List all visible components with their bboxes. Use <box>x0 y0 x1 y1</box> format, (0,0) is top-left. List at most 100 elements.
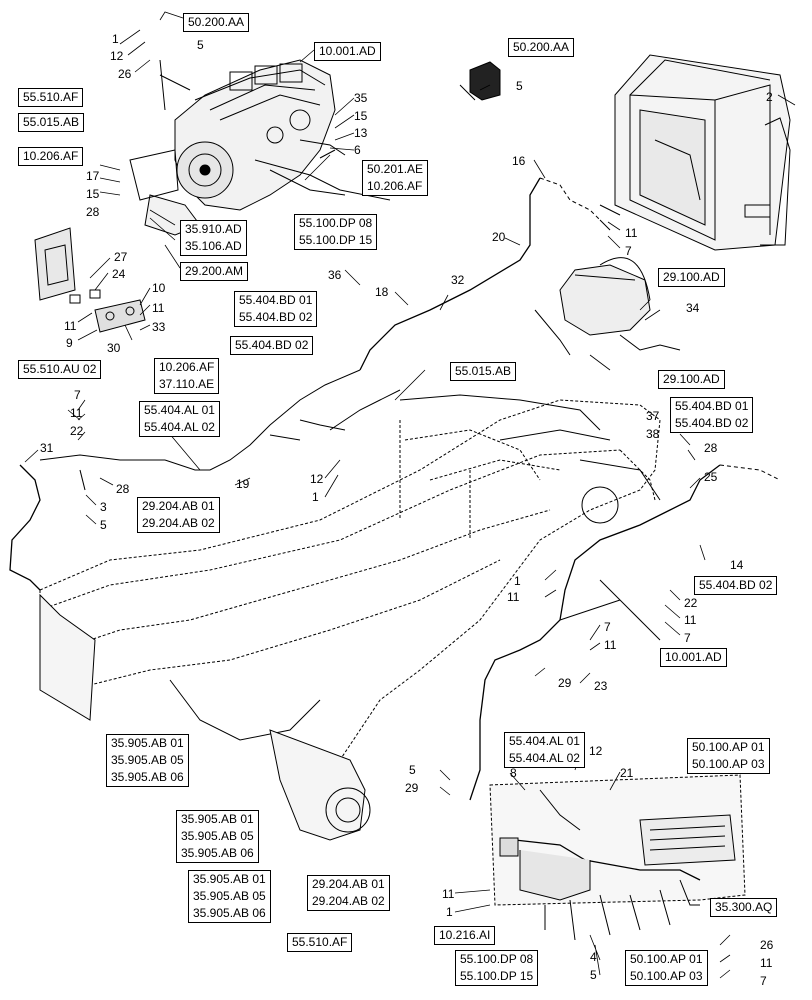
ref-box-29-200-am[interactable]: 29.200.AM <box>180 262 249 281</box>
callout-number: 5 <box>590 968 597 982</box>
ref-box-55-510-af-low[interactable]: 55.510.AF <box>287 933 353 952</box>
ref-50-100-ap-01: 50.100.AP 01 <box>692 740 765 754</box>
ref-box-55-100-dp-low[interactable]: 55.100.DP 08 55.100.DP 15 <box>455 950 539 986</box>
callout-number: 7 <box>625 244 632 258</box>
callout-number: 6 <box>354 143 361 157</box>
callout-number: 38 <box>646 427 660 441</box>
relay-module <box>459 61 501 101</box>
callout-number: 30 <box>107 341 121 355</box>
ref-35-905-ab-06: 35.905.AB 06 <box>111 770 184 784</box>
ref-box-35-905-ab-low[interactable]: 35.905.AB 01 35.905.AB 05 35.905.AB 06 <box>188 870 271 923</box>
ref-55-404-al-01-b: 55.404.AL 01 <box>509 734 580 748</box>
ref-box-55-015-ab-mid[interactable]: 55.015.AB <box>450 362 517 381</box>
ref-35-905-ab-05: 35.905.AB 05 <box>111 753 184 767</box>
ref-box-50-200-aa-top[interactable]: 50.200.AA <box>183 13 250 32</box>
callout-number: 5 <box>100 518 107 532</box>
ref-box-29-100-ad-bottom[interactable]: 29.100.AD <box>658 370 725 389</box>
ref-box-10-001-ad-low[interactable]: 10.001.AD <box>660 648 727 667</box>
ref-box-35-905-ab-left[interactable]: 35.905.AB 01 35.905.AB 05 35.905.AB 06 <box>106 734 189 787</box>
ref-box-55-015-ab-top[interactable]: 55.015.AB <box>18 113 85 132</box>
ref-box-50-100-ap-upper[interactable]: 50.100.AP 01 50.100.AP 03 <box>687 738 770 774</box>
ref-box-29-100-ad-top[interactable]: 29.100.AD <box>658 268 725 287</box>
callout-number: 24 <box>112 267 126 281</box>
ref-37-110-ae: 37.110.AE <box>159 377 215 391</box>
ref-box-55-404-al-low[interactable]: 55.404.AL 01 55.404.AL 02 <box>504 732 585 768</box>
ref-55-404-al-02-b: 55.404.AL 02 <box>509 751 580 765</box>
ref-29-204-ab-02: 29.204.AB 02 <box>142 516 215 530</box>
ref-box-55-404-bd-02-mid[interactable]: 55.404.BD 02 <box>230 336 314 355</box>
callout-number: 5 <box>409 763 416 777</box>
callout-number: 2 <box>766 90 773 104</box>
ref-box-35-905-ab-mid[interactable]: 35.905.AB 01 35.905.AB 05 35.905.AB 06 <box>176 810 259 863</box>
callout-number: 11 <box>442 887 455 901</box>
callout-number: 19 <box>236 477 250 491</box>
ref-35-910-ad: 35.910.AD <box>185 222 242 236</box>
ref-55-404-al-02: 55.404.AL 02 <box>144 420 215 434</box>
callout-number: 11 <box>684 613 697 627</box>
ref-55-100-dp-08-b: 55.100.DP 08 <box>460 952 534 966</box>
ref-55-404-al-01: 55.404.AL 01 <box>144 403 215 417</box>
ref-35-905-ab-01: 35.905.AB 01 <box>111 736 184 750</box>
callout-number: 13 <box>354 126 368 140</box>
ref-box-29-204-ab-upper[interactable]: 29.204.AB 01 29.204.AB 02 <box>137 497 220 533</box>
ref-box-55-404-bd-upper[interactable]: 55.404.BD 01 55.404.BD 02 <box>234 291 318 327</box>
callout-number: 9 <box>66 336 73 350</box>
callout-number: 27 <box>114 250 128 264</box>
cab-panel <box>489 774 746 941</box>
callout-number: 11 <box>507 590 520 604</box>
callout-number: 1 <box>312 490 319 504</box>
callout-number: 11 <box>70 406 83 420</box>
ref-10-206-af: 10.206.AF <box>367 179 423 193</box>
ref-35-905-ab-01-c: 35.905.AB 01 <box>193 872 266 886</box>
callout-number: 26 <box>118 67 132 81</box>
ref-29-204-ab-01: 29.204.AB 01 <box>142 499 215 513</box>
callout-number: 8 <box>510 766 517 780</box>
ref-box-50-100-ap-low[interactable]: 50.100.AP 01 50.100.AP 03 <box>625 950 708 986</box>
ref-box-10-206-af-group[interactable]: 10.206.AF 37.110.AE <box>154 358 220 394</box>
callout-number: 28 <box>116 482 130 496</box>
callout-number: 23 <box>594 679 608 693</box>
ref-50-100-ap-03: 50.100.AP 03 <box>692 757 765 771</box>
callout-number: 31 <box>40 441 54 455</box>
ref-50-100-ap-03-b: 50.100.AP 03 <box>630 969 703 983</box>
ref-box-10-216-ai[interactable]: 10.216.AI <box>434 926 496 945</box>
callout-number: 15 <box>86 187 100 201</box>
callout-number: 11 <box>604 638 617 652</box>
callout-number: 1 <box>112 32 119 46</box>
ref-box-29-204-ab-low[interactable]: 29.204.AB 01 29.204.AB 02 <box>307 875 390 911</box>
ref-55-404-bd-01-r: 55.404.BD 01 <box>675 399 749 413</box>
ref-box-35-910-ad-group[interactable]: 35.910.AD 35.106.AD <box>180 220 247 256</box>
ref-box-55-404-al-left[interactable]: 55.404.AL 01 55.404.AL 02 <box>139 401 220 437</box>
ref-50-201-ae: 50.201.AE <box>367 162 424 176</box>
ref-box-55-404-bd-right[interactable]: 55.404.BD 01 55.404.BD 02 <box>670 397 754 433</box>
callout-number: 1 <box>514 574 521 588</box>
ref-box-50-201-ae-group[interactable]: 50.201.AE 10.206.AF <box>362 160 429 196</box>
ref-55-404-bd-02: 55.404.BD 02 <box>239 310 313 324</box>
ref-box-55-100-dp-top[interactable]: 55.100.DP 08 55.100.DP 15 <box>294 214 378 250</box>
frame-outline <box>39 394 661 841</box>
ref-35-905-ab-06-b: 35.905.AB 06 <box>181 846 254 860</box>
callout-number: 7 <box>604 620 611 634</box>
callout-number: 32 <box>451 273 465 287</box>
ref-10-206-af-b: 10.206.AF <box>159 360 215 374</box>
ref-35-905-ab-06-c: 35.905.AB 06 <box>193 906 266 920</box>
callout-number: 22 <box>70 424 84 438</box>
ref-box-55-404-bd-02-low[interactable]: 55.404.BD 02 <box>694 576 778 595</box>
ref-box-50-200-aa-module[interactable]: 50.200.AA <box>508 38 575 57</box>
ref-box-35-300-aq[interactable]: 35.300.AQ <box>710 898 778 917</box>
callout-number: 21 <box>620 766 634 780</box>
callout-number: 7 <box>684 631 691 645</box>
ref-box-55-510-af-top[interactable]: 55.510.AF <box>18 88 84 107</box>
callout-number: 29 <box>558 676 572 690</box>
engine-assembly <box>129 59 346 236</box>
callout-number: 16 <box>512 154 526 168</box>
ref-29-204-ab-01-b: 29.204.AB 01 <box>312 877 385 891</box>
ref-box-55-510-au-02[interactable]: 55.510.AU 02 <box>18 360 102 379</box>
ref-55-100-dp-08: 55.100.DP 08 <box>299 216 373 230</box>
callout-number: 5 <box>197 38 204 52</box>
ref-box-10-001-ad-top[interactable]: 10.001.AD <box>314 42 381 61</box>
ref-box-10-206-af-top[interactable]: 10.206.AF <box>18 147 84 166</box>
callout-number: 10 <box>152 281 166 295</box>
